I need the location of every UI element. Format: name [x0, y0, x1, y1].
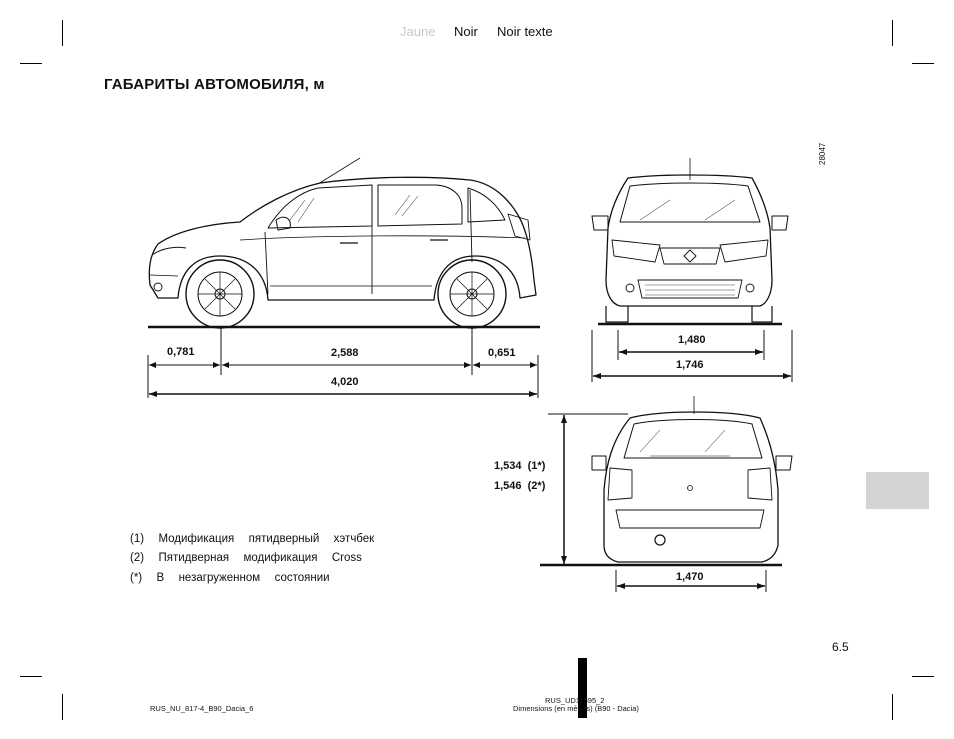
header-color-jaune: Jaune [400, 24, 436, 39]
footer-left-code: RUS_NU_817-4_B90_Dacia_6 [150, 704, 254, 713]
crop-mark-bottom-right-v [892, 694, 893, 720]
crop-mark-top-right-v [892, 20, 893, 46]
section-tab-marker [866, 472, 929, 509]
dim-length: 4,020 [331, 376, 359, 388]
legend-item-3: (*) В незагруженном состоянии [130, 572, 330, 584]
crop-mark-bottom-left-v [62, 694, 63, 720]
dim-width: 1,746 [676, 359, 704, 371]
crop-mark-top-right-h [912, 63, 934, 64]
rear-view-car [591, 396, 793, 563]
legend-item-1: (1) Модификация пятидверный хэтчбек [130, 533, 375, 545]
footer-center-description: Dimensions (en mètres) (B90 - Dacia) [513, 704, 639, 713]
binding-gutter-bar [578, 658, 587, 718]
dim-height-2: 1,546 (2*) [494, 480, 546, 492]
side-dimension-lines [147, 327, 539, 398]
header-color-noir: Noir [454, 24, 478, 39]
rear-dimension-lines [548, 413, 767, 592]
dim-rear-overhang: 0,651 [488, 347, 516, 359]
page-number: 6.5 [832, 640, 849, 654]
page-title: ГАБАРИТЫ АВТОМОБИЛЯ, м [104, 76, 325, 93]
dim-height-1: 1,534 (1*) [494, 460, 546, 472]
legend-item-2: (2) Пятидверная модификация Cross [130, 552, 362, 564]
front-view-car [591, 158, 789, 323]
crop-mark-top-left-h [20, 63, 42, 64]
dim-front-overhang: 0,781 [167, 346, 195, 358]
dim-front-track: 1,480 [678, 334, 706, 346]
header-color-noir-texte: Noir texte [497, 24, 553, 39]
dim-wheelbase: 2,588 [331, 347, 359, 359]
front-dimension-lines [591, 330, 793, 382]
footer-center-code: RUS_UD11595_2 [545, 696, 605, 705]
dim-rear-track: 1,470 [676, 571, 704, 583]
figure-reference: 28047 [818, 142, 827, 165]
crop-mark-bottom-right-h [912, 676, 934, 677]
crop-mark-bottom-left-h [20, 676, 42, 677]
crop-mark-top-left-v [62, 20, 63, 46]
side-view-car [148, 157, 537, 329]
